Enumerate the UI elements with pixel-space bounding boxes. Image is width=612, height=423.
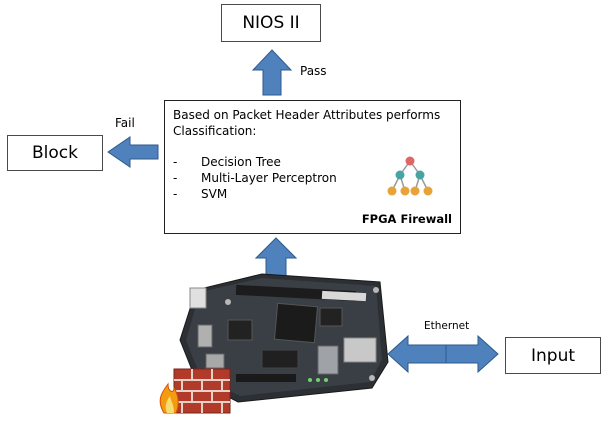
pass-arrow xyxy=(251,49,293,96)
nios-label: NIOS II xyxy=(242,13,300,33)
pass-label: Pass xyxy=(300,64,327,78)
method-mlp: Multi-Layer Perceptron xyxy=(201,171,337,185)
firewall-brick-icon xyxy=(159,368,231,414)
block-label: Block xyxy=(32,143,78,163)
method-svm: SVM xyxy=(201,187,228,201)
fpga-board-image xyxy=(179,273,389,403)
input-box: Input xyxy=(505,337,601,374)
fpga-firewall-label: FPGA Firewall xyxy=(361,212,452,226)
block-box: Block xyxy=(7,135,103,171)
fail-label: Fail xyxy=(115,116,135,130)
list-item: - Decision Tree xyxy=(173,155,281,169)
input-label: Input xyxy=(530,345,576,366)
method-list: - Decision Tree - Multi-Layer Perceptron… xyxy=(173,154,452,202)
list-item: - Multi-Layer Perceptron xyxy=(173,171,337,185)
fail-arrow xyxy=(107,136,159,168)
ethernet-label: Ethernet xyxy=(424,320,470,332)
classifier-box: Based on Packet Header Attributes perfor… xyxy=(164,100,461,234)
classifier-heading: Based on Packet Header Attributes perfor… xyxy=(173,108,441,138)
decision-tree-icon xyxy=(387,156,433,196)
method-decision-tree: Decision Tree xyxy=(201,155,281,169)
list-item: - SVM xyxy=(173,187,228,201)
nios-box: NIOS II xyxy=(221,4,321,42)
ethernet-arrow xyxy=(387,334,499,374)
